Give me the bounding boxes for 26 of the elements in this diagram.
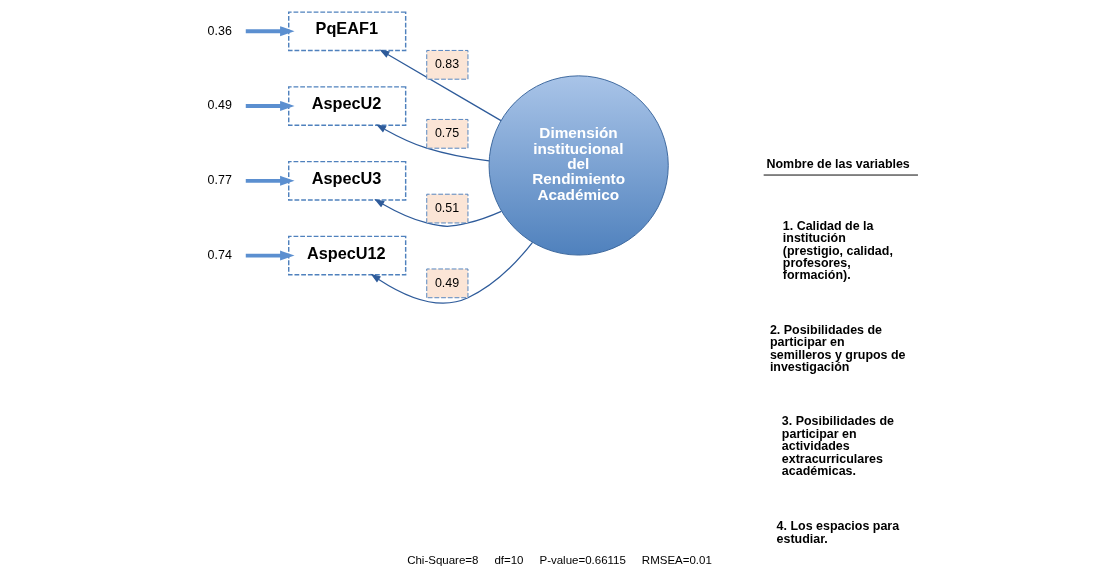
node-text: 0.49 <box>207 98 232 113</box>
arrow <box>375 124 490 162</box>
edge-label: 0.51 <box>434 200 460 215</box>
node-text: 0.36 <box>207 23 232 38</box>
edge-label: 0.49 <box>434 275 460 290</box>
node-text: 0.77 <box>207 173 232 188</box>
node-text: 0.74 <box>207 247 232 262</box>
arrow <box>245 175 295 186</box>
arrow <box>374 199 502 227</box>
arrow <box>245 250 295 261</box>
label: 1. Calidad de la institución (prestigio, calidad, profesores, formación). <box>782 218 893 283</box>
arrow <box>245 26 295 37</box>
arrow <box>370 241 534 304</box>
label: 3. Posibilidades de participar en actividades extracurriculares académicas. <box>781 414 894 478</box>
node-box: AspecU3 <box>288 160 407 201</box>
node-box: AspecU2 <box>288 86 407 126</box>
node-box: AspecU12 <box>288 235 407 276</box>
edge-label: 0.83 <box>434 57 460 72</box>
arrow <box>245 101 295 112</box>
caption: Chi-Square=8 df=10 P-value=0.66115 RMSEA=0.01 <box>407 553 712 566</box>
label: 2. Posibilidades de participar en semilleros y grupos de investigación <box>769 322 906 374</box>
label: 4. Los espacios para estudiar. <box>776 519 900 546</box>
label: Nombre de las variables <box>766 156 910 171</box>
node-box: PqEAF1 <box>288 11 407 52</box>
edge-label: 0.75 <box>434 126 460 141</box>
node-circle: Dimensión institucional del Rendimiento Académico <box>488 75 669 256</box>
